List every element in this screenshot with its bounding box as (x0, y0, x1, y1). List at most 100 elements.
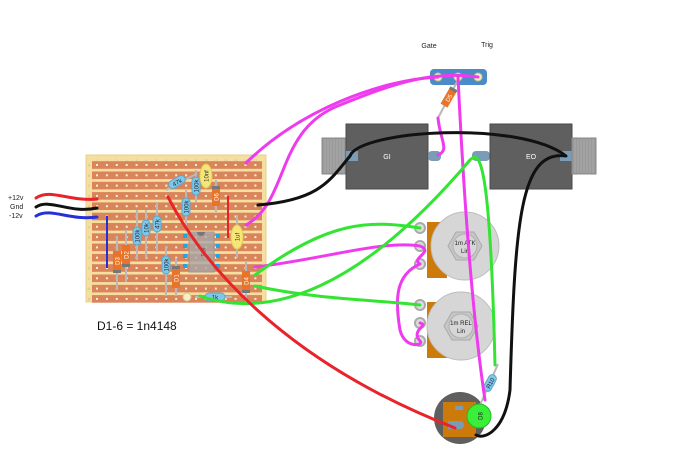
label-gnd: Gnd (10, 204, 23, 211)
strip-hole (175, 225, 178, 228)
strip-hole (224, 215, 227, 218)
strip-hole (115, 164, 118, 166)
strip-hole (96, 297, 98, 300)
strip-hole (254, 236, 257, 239)
strip-hole (175, 174, 178, 177)
diode-d3: D3 (113, 251, 122, 273)
strip-hole (175, 215, 178, 218)
strip-hole (155, 297, 158, 300)
strip-hole (234, 256, 237, 259)
strip-hole (155, 194, 158, 197)
diode-label: D3 (116, 257, 122, 265)
strip-hole (155, 256, 158, 259)
resistor-label: 100k (165, 257, 171, 271)
strip-hole (165, 194, 168, 197)
strip-hole (165, 225, 168, 228)
strip-hole (234, 215, 237, 218)
wire-magenta-b (244, 73, 480, 227)
strip-hole (115, 215, 118, 218)
strip-hole (145, 267, 148, 269)
diode-d6: D6 (212, 186, 221, 206)
capacitor-10nf: 10nf (199, 163, 213, 189)
strip-hole (185, 287, 188, 290)
strip-hole (125, 174, 128, 177)
strip-hole (96, 277, 98, 280)
strip-hole (244, 246, 247, 249)
strip-hole (155, 164, 158, 166)
row-letter: L (88, 277, 90, 281)
strip-hole (224, 174, 227, 177)
strip-hole (224, 267, 227, 269)
column-number: 1 (96, 159, 98, 163)
strip-hole (244, 164, 247, 166)
strip-hole (204, 215, 207, 218)
strip-hole (214, 236, 217, 239)
strip-hole (254, 277, 257, 280)
row-letter: H (88, 236, 91, 240)
strip-hole (224, 225, 227, 228)
strip-hole (224, 246, 227, 249)
wire-minus12v (34, 211, 99, 220)
strip-hole (96, 205, 98, 208)
strip-hole (125, 184, 128, 187)
strip-hole (165, 297, 168, 300)
pot-label-line1: 1m REL (450, 321, 472, 327)
column-number: 11 (194, 159, 198, 163)
strip-hole (204, 205, 207, 208)
strip-hole (155, 267, 158, 269)
strip-hole (234, 205, 237, 208)
column-number: 8 (165, 159, 167, 163)
strip-hole (244, 184, 247, 187)
strip-hole (204, 194, 207, 197)
strip-hole (175, 297, 178, 300)
row-letter: B (88, 174, 91, 178)
wire-green-b (253, 284, 422, 307)
strip-hole (214, 225, 217, 228)
strip-hole (135, 277, 138, 280)
capacitor-label: 10nf (205, 170, 211, 182)
strip-hole (195, 225, 197, 228)
wire-magenta-e (253, 243, 427, 347)
strip-hole (244, 174, 247, 177)
strip-hole (254, 297, 257, 300)
resistor-47k-mid: 47k (152, 215, 162, 233)
column-number: 7 (155, 159, 157, 163)
diode-label: D6 (215, 193, 221, 201)
strip-hole (254, 184, 257, 187)
strip-hole (195, 297, 197, 300)
column-number: 2 (106, 159, 108, 163)
column-number: 4 (126, 159, 128, 163)
strip-hole (214, 246, 217, 249)
resistor-label: 1k (212, 296, 219, 302)
strip-hole (96, 174, 98, 177)
resistor-10k: 10k (141, 219, 151, 237)
row-letter: J (88, 256, 90, 260)
strip-hole (165, 174, 168, 177)
resistor-label: R10 (486, 377, 497, 390)
strip-hole (115, 225, 118, 228)
strip-hole (224, 164, 227, 166)
resistor-100k-b: 100k (181, 197, 191, 217)
row-letter: C (88, 184, 91, 188)
strip-hole (224, 194, 227, 197)
strip-hole (195, 287, 197, 290)
label-plus12v: +12v (8, 195, 24, 202)
jack-label: EO (526, 154, 537, 161)
strip-hole (125, 225, 128, 228)
column-number: 13 (214, 159, 218, 163)
pot-release[interactable]: 1m REL Lin (414, 291, 496, 361)
strip-hole (214, 287, 217, 290)
strip-hole (105, 297, 108, 300)
strip-hole (145, 205, 148, 208)
pot-attack[interactable]: 1m ATK Lin (414, 211, 500, 281)
strip-hole (125, 205, 128, 208)
resistor-100k-a: 100k (191, 176, 201, 196)
push-button[interactable] (434, 392, 486, 444)
wire-red-button (166, 195, 457, 430)
wire-green-a (253, 222, 422, 277)
strip-hole (234, 267, 237, 269)
strip-hole (254, 194, 257, 197)
switch-label-gate: Gate (421, 43, 436, 50)
strip-hole (224, 297, 227, 300)
